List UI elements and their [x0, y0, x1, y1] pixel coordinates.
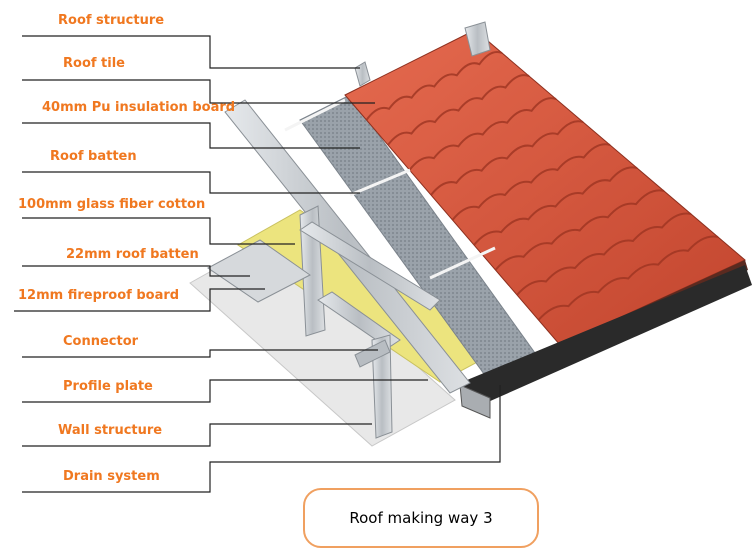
tile-row — [494, 189, 665, 271]
tile-row — [473, 166, 638, 246]
leader-lines — [14, 35, 501, 493]
drain-gutter-face — [459, 384, 491, 419]
tile-row — [387, 74, 530, 146]
label-40mm-pu-insulation-board: 40mm Pu insulation board — [42, 100, 235, 115]
tile-row — [451, 143, 611, 221]
tile-row — [365, 51, 503, 121]
tile-row — [537, 235, 719, 321]
roof-truss — [207, 21, 491, 439]
caption-text: Roof making way 3 — [349, 509, 493, 527]
label-connector: Connector — [63, 334, 139, 349]
tile-row — [408, 97, 557, 171]
label-wall-structure: Wall structure — [58, 423, 162, 438]
label-roof-structure: Roof structure — [58, 13, 164, 28]
tile-row — [430, 120, 584, 196]
label-roof-tile: Roof tile — [63, 56, 125, 71]
label-roof-batten: Roof batten — [50, 149, 137, 164]
label-profile-plate: Profile plate — [63, 379, 153, 394]
drain-gutter-shape — [455, 265, 752, 402]
label-drain-system: Drain system — [63, 469, 160, 484]
roof-battens — [284, 98, 496, 280]
label-100mm-glass-fiber-cotton: 100mm glass fiber cotton — [18, 197, 205, 212]
caption-box: Roof making way 3 — [303, 488, 539, 548]
tile-row — [516, 212, 692, 296]
label-12mm-fireproof-board: 12mm fireproof board — [18, 288, 179, 303]
label-22mm-roof-batten: 22mm roof batten — [66, 247, 199, 262]
